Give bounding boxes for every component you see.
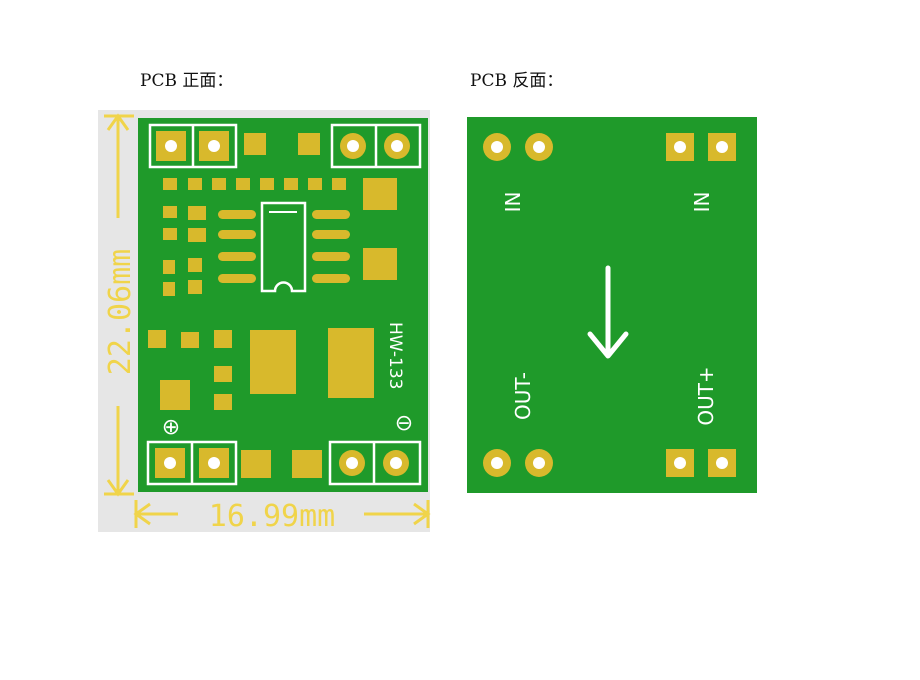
width-dimension-label: 16.99mm	[209, 499, 335, 534]
back-pcb-view: IN IN OUT- OUT+	[467, 117, 757, 493]
back-out-plus-label: OUT+	[694, 366, 718, 425]
large-pad-2	[328, 328, 374, 398]
height-dimension-label: 22.06mm	[103, 249, 138, 375]
arrow-down-icon	[587, 265, 629, 359]
large-pad-1	[250, 330, 296, 394]
back-in-right-label: IN	[690, 192, 714, 213]
ic-outline	[260, 201, 307, 293]
plus-symbol-icon: ⊕	[162, 415, 180, 440]
model-label: HW-133	[385, 322, 405, 390]
back-board	[467, 117, 757, 493]
front-pcb-view: HW-133 ⊕ ⊖ 22.06mm	[98, 110, 431, 534]
front-caption: PCB 正面：	[140, 71, 234, 91]
back-caption: PCB 反面：	[470, 71, 564, 91]
back-in-left-label: IN	[501, 192, 525, 213]
minus-symbol-icon: ⊖	[395, 411, 413, 436]
back-out-minus-label: OUT-	[511, 372, 535, 420]
front-board	[138, 118, 428, 492]
